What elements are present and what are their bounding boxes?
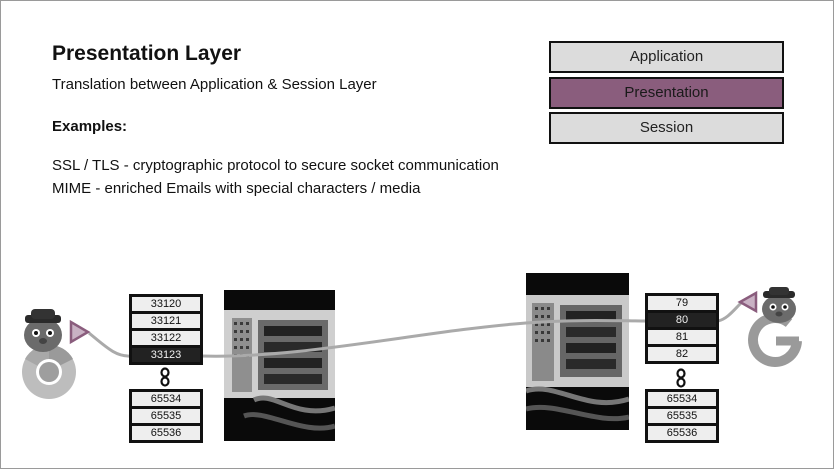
server-port-stack: 79 80 81 82	[645, 293, 719, 364]
port-number: 65536	[132, 426, 200, 440]
port-number: 79	[648, 296, 716, 310]
layer-session: Session	[549, 112, 784, 144]
server-rack-photo-left	[224, 290, 335, 441]
port-number: 65534	[648, 392, 716, 406]
selected-port: 80	[648, 313, 716, 327]
port-number: 81	[648, 330, 716, 344]
server-port-stack-high: 65534 65535 65536	[645, 389, 719, 443]
port-number: 65535	[648, 409, 716, 423]
google-g-icon	[737, 287, 802, 367]
port-number: 82	[648, 347, 716, 361]
client-port-stack: 33120 33121 33122 33123	[129, 294, 203, 365]
example-mime: MIME - enriched Emails with special char…	[52, 180, 421, 197]
slide-subtitle: Translation between Application & Sessio…	[52, 76, 377, 93]
chrome-browser-icon	[22, 309, 91, 399]
port-number: 33121	[132, 314, 200, 328]
client-port-stack-high: 65534 65535 65536	[129, 389, 203, 443]
port-number: 65534	[132, 392, 200, 406]
examples-heading: Examples:	[52, 118, 128, 135]
port-number: 65536	[648, 426, 716, 440]
server-rack-photo-right	[526, 273, 629, 430]
port-number: 65535	[132, 409, 200, 423]
chain-link-icon	[676, 368, 686, 388]
port-number: 33122	[132, 331, 200, 345]
selected-port: 33123	[132, 348, 200, 362]
example-ssl-tls: SSL / TLS - cryptographic protocol to se…	[52, 157, 499, 174]
layer-application: Application	[549, 41, 784, 73]
slide-title: Presentation Layer	[52, 42, 242, 65]
gopher-mascot-icon	[24, 309, 62, 352]
chain-link-icon	[160, 367, 170, 387]
port-number: 33120	[132, 297, 200, 311]
gopher-mascot-icon	[762, 287, 796, 323]
layer-presentation: Presentation	[549, 77, 784, 109]
